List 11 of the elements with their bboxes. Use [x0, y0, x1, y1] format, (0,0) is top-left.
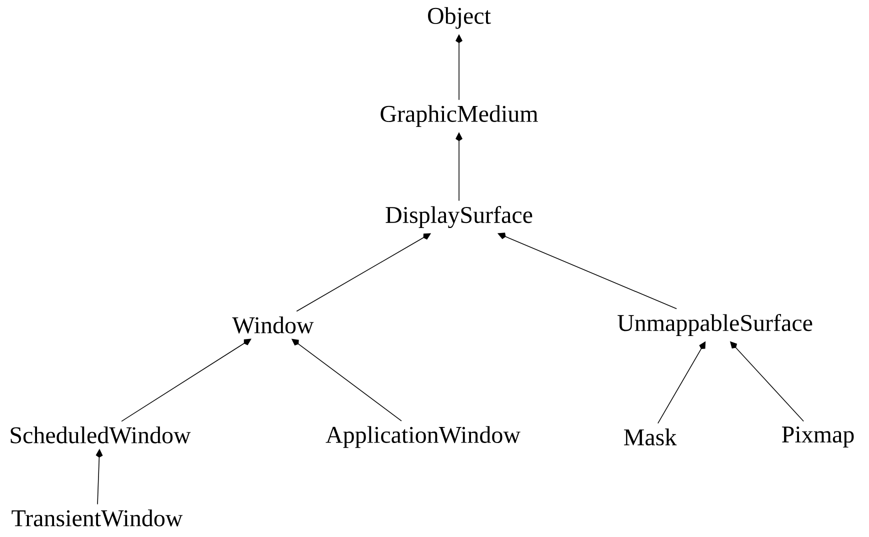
arrow — [121, 338, 252, 422]
class-label: UnmappableSurface — [618, 314, 812, 336]
class-label: TransientWindow — [12, 509, 183, 526]
class-label: Object — [428, 7, 491, 29]
class-label: ScheduledWindow — [10, 426, 191, 444]
class-label: DisplaySurface — [386, 206, 532, 228]
class-label: Pixmap — [782, 426, 854, 448]
class-label: ApplicationWindow — [326, 426, 520, 448]
class-label: Window — [232, 316, 314, 334]
class-label: GraphicMedium — [380, 105, 538, 127]
class-label: Mask — [624, 428, 677, 446]
